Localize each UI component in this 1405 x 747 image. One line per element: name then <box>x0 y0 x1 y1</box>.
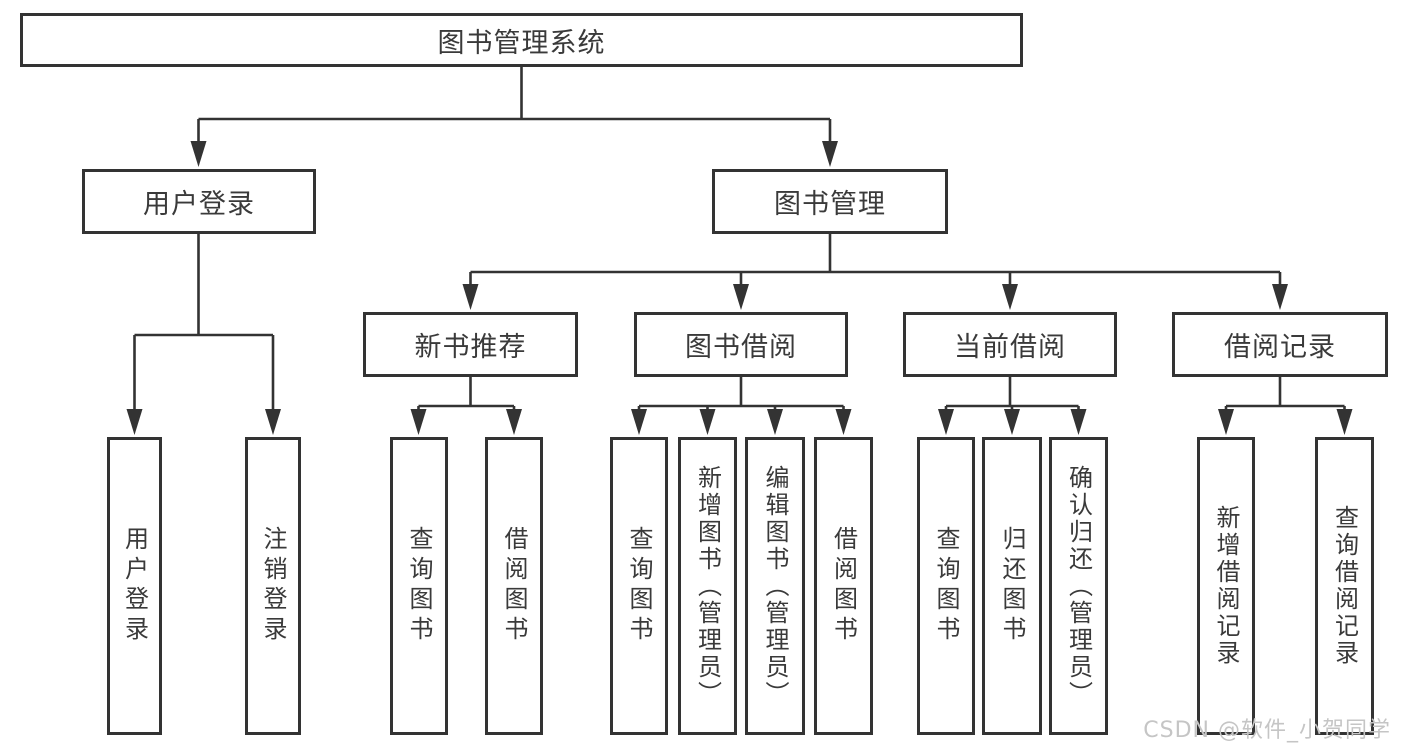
node-book-mgmt-label: 图书管理 <box>774 189 886 220</box>
leaf-borrow-edit-books-admin: 编辑图书（管理员） <box>745 437 805 735</box>
arrowhead <box>126 409 143 435</box>
arrowhead <box>265 409 281 435</box>
node-current-borrow-label: 当前借阅 <box>954 332 1066 363</box>
leaf-records-add-record-label: 新增借阅记录 <box>1212 505 1240 667</box>
node-book-borrow-label: 图书借阅 <box>685 332 797 363</box>
connector-borrow-records-children <box>1218 377 1353 435</box>
connector-book-borrow-children <box>631 377 852 435</box>
arrowhead <box>733 284 749 310</box>
connector-user-login-children <box>126 234 281 435</box>
arrowhead <box>410 409 427 435</box>
leaf-borrow-query-books-label: 查询图书 <box>625 526 653 646</box>
leaf-current-query-books-label: 查询图书 <box>932 526 960 646</box>
arrowhead <box>1272 284 1288 310</box>
leaf-logout: 注销登录 <box>245 437 301 735</box>
leaf-borrow-borrow-books-label: 借阅图书 <box>829 526 858 646</box>
node-root: 图书管理系统 <box>20 13 1023 67</box>
arrowhead <box>822 141 838 167</box>
node-user-login-label: 用户登录 <box>143 189 255 220</box>
leaf-newrec-borrow-books-label: 借阅图书 <box>500 526 528 646</box>
node-new-book-rec: 新书推荐 <box>363 312 578 377</box>
arrowhead <box>462 284 479 310</box>
node-current-borrow: 当前借阅 <box>903 312 1117 377</box>
node-root-label: 图书管理系统 <box>437 27 606 59</box>
arrowhead <box>506 409 522 435</box>
leaf-user-login-label: 用户登录 <box>120 526 149 646</box>
arrowhead <box>1070 409 1087 435</box>
leaf-current-return-books: 归还图书 <box>982 437 1042 735</box>
connector-current-borrow-children <box>938 377 1087 435</box>
leaf-logout-label: 注销登录 <box>259 526 287 646</box>
leaf-records-add-record: 新增借阅记录 <box>1197 437 1255 735</box>
leaf-current-confirm-return-admin-label: 确认归还（管理员） <box>1064 464 1093 708</box>
connector-root-to-level2 <box>190 67 838 167</box>
leaf-records-query-record-label: 查询借阅记录 <box>1330 505 1359 667</box>
leaf-user-login: 用户登录 <box>107 437 162 735</box>
leaf-current-confirm-return-admin: 确认归还（管理员） <box>1049 437 1108 735</box>
node-user-login: 用户登录 <box>82 169 316 234</box>
leaf-current-query-books: 查询图书 <box>917 437 975 735</box>
leaf-newrec-query-books-label: 查询图书 <box>405 526 433 646</box>
leaf-borrow-add-books-admin-label: 新增图书（管理员） <box>693 464 722 708</box>
node-book-borrow: 图书借阅 <box>634 312 848 377</box>
leaf-borrow-borrow-books: 借阅图书 <box>814 437 873 735</box>
arrowhead <box>631 409 647 435</box>
arrowhead <box>1002 284 1018 310</box>
leaf-newrec-query-books: 查询图书 <box>390 437 448 735</box>
arrowhead <box>1218 409 1234 435</box>
leaf-borrow-add-books-admin: 新增图书（管理员） <box>678 437 737 735</box>
connector-new-book-rec-children <box>410 377 522 435</box>
node-new-book-rec-label: 新书推荐 <box>414 332 527 363</box>
arrowhead <box>767 409 783 435</box>
leaf-borrow-query-books: 查询图书 <box>610 437 668 735</box>
arrowhead <box>190 141 207 167</box>
leaf-newrec-borrow-books: 借阅图书 <box>485 437 543 735</box>
arrowhead <box>938 409 954 435</box>
csdn-watermark: CSDN @软件_小贺同学 <box>1143 718 1391 743</box>
arrowhead <box>835 409 852 435</box>
arrowhead <box>1336 409 1353 435</box>
arrowhead <box>699 409 716 435</box>
node-borrow-records-label: 借阅记录 <box>1224 332 1336 363</box>
connector-book-mgmt-children <box>462 234 1288 310</box>
node-book-mgmt: 图书管理 <box>712 169 948 234</box>
leaf-current-return-books-label: 归还图书 <box>998 526 1026 646</box>
leaf-records-query-record: 查询借阅记录 <box>1315 437 1374 735</box>
node-borrow-records: 借阅记录 <box>1172 312 1388 377</box>
arrowhead <box>1004 409 1020 435</box>
leaf-borrow-edit-books-admin-label: 编辑图书（管理员） <box>761 464 789 708</box>
